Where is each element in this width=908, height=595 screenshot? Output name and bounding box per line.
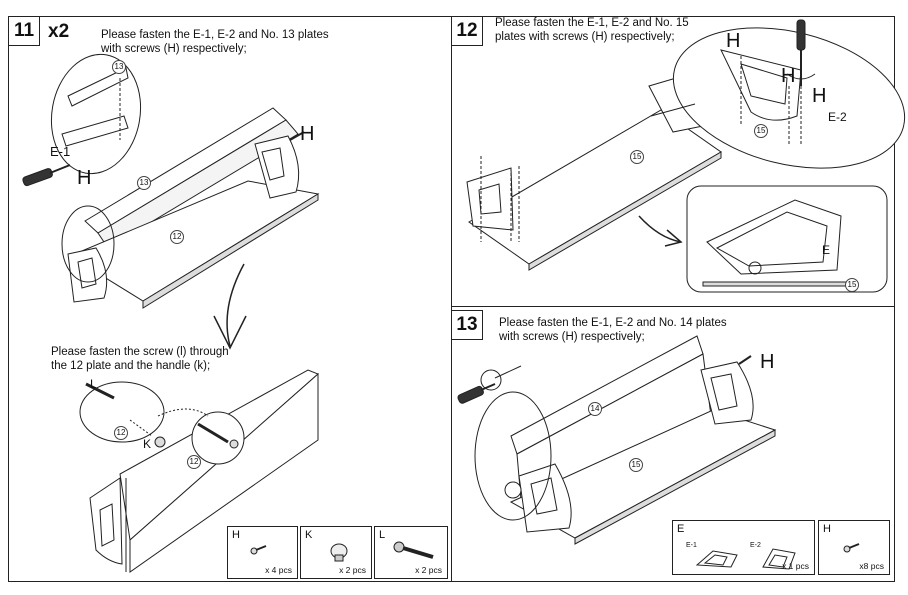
knob-k-icon	[330, 543, 348, 562]
hardware-box-e: E E-1 E-2 x 1 pcs	[672, 520, 815, 575]
step-13-part-14: 14	[588, 402, 602, 416]
step-11-sub-instruction: Please fasten the screw (l) through the …	[51, 346, 229, 372]
hardware-e1-label: E-1	[686, 542, 697, 549]
hardware-box-k: K x 2 pcs	[300, 526, 372, 579]
part-12: 12	[170, 230, 184, 244]
hardware-e-qty: x 1 pcs	[782, 561, 809, 571]
step-12-label-h3: H	[812, 85, 827, 107]
step-12-number: 12	[451, 16, 483, 46]
bracket-e-icon	[695, 548, 796, 570]
step-13-number: 13	[451, 310, 483, 340]
step-13-instruction: Please fasten the E-1, E-2 and No. 14 pl…	[499, 317, 727, 343]
step-12-label-e: E	[822, 243, 831, 257]
step-11-instruction: Please fasten the E-1, E-2 and No. 13 pl…	[101, 29, 329, 55]
step-11-multiplier: x2	[48, 21, 70, 42]
label-l: L	[90, 377, 97, 391]
hardware-h-qty: x 4 pcs	[265, 565, 292, 575]
label-k: K	[143, 437, 152, 451]
hardware-box-l: L x 2 pcs	[374, 526, 448, 579]
label-h-left: H	[77, 167, 92, 189]
step-12-drawing	[466, 19, 906, 293]
step-12-label-e2: E-2	[828, 110, 847, 124]
hardware-e2-label: E-2	[750, 542, 761, 549]
hardware-h-letter: H	[232, 529, 240, 541]
step-11-number: 11	[8, 16, 40, 46]
hardware-k-qty: x 2 pcs	[339, 565, 366, 575]
step-12-part-15-detail: 15	[845, 278, 859, 292]
label-h-right: H	[300, 123, 315, 145]
label-e1: E-1	[50, 144, 71, 159]
step-13-label-h: H	[760, 351, 775, 373]
part-13: 13	[137, 176, 151, 190]
step-11-top-drawing	[22, 53, 320, 350]
hardware-box-h: H x 4 pcs	[227, 526, 298, 579]
step-12-part-15-zoom: 15	[754, 124, 768, 138]
screw-h13-icon	[843, 543, 860, 553]
hardware-l-letter: L	[379, 529, 386, 541]
hardware-k-letter: K	[305, 529, 313, 541]
step-12-part-15: 15	[630, 150, 644, 164]
step-12-label-h1: H	[726, 30, 741, 52]
hardware-e-letter: E	[677, 523, 685, 535]
step-12-label-h2: H	[781, 65, 796, 87]
hardware-h13-qty: x8 pcs	[859, 561, 884, 571]
step-12-instruction: Please fasten the E-1, E-2 and No. 15 pl…	[495, 17, 689, 43]
bolt-l-icon	[393, 541, 434, 559]
part-12-zoom: 12	[114, 426, 128, 440]
hardware-h13-letter: H	[823, 523, 831, 535]
part-12-plate: 12	[187, 455, 201, 469]
panel-step-13	[451, 306, 895, 582]
part-13-zoom: 13	[112, 60, 126, 74]
step-13-part-15: 15	[629, 458, 643, 472]
hardware-l-qty: x 2 pcs	[415, 565, 442, 575]
step-11-bottom-drawing	[79, 369, 319, 573]
screw-h-icon	[250, 545, 267, 555]
step-13-drawing	[457, 335, 777, 545]
hardware-box-h-13: H x8 pcs	[818, 520, 890, 575]
